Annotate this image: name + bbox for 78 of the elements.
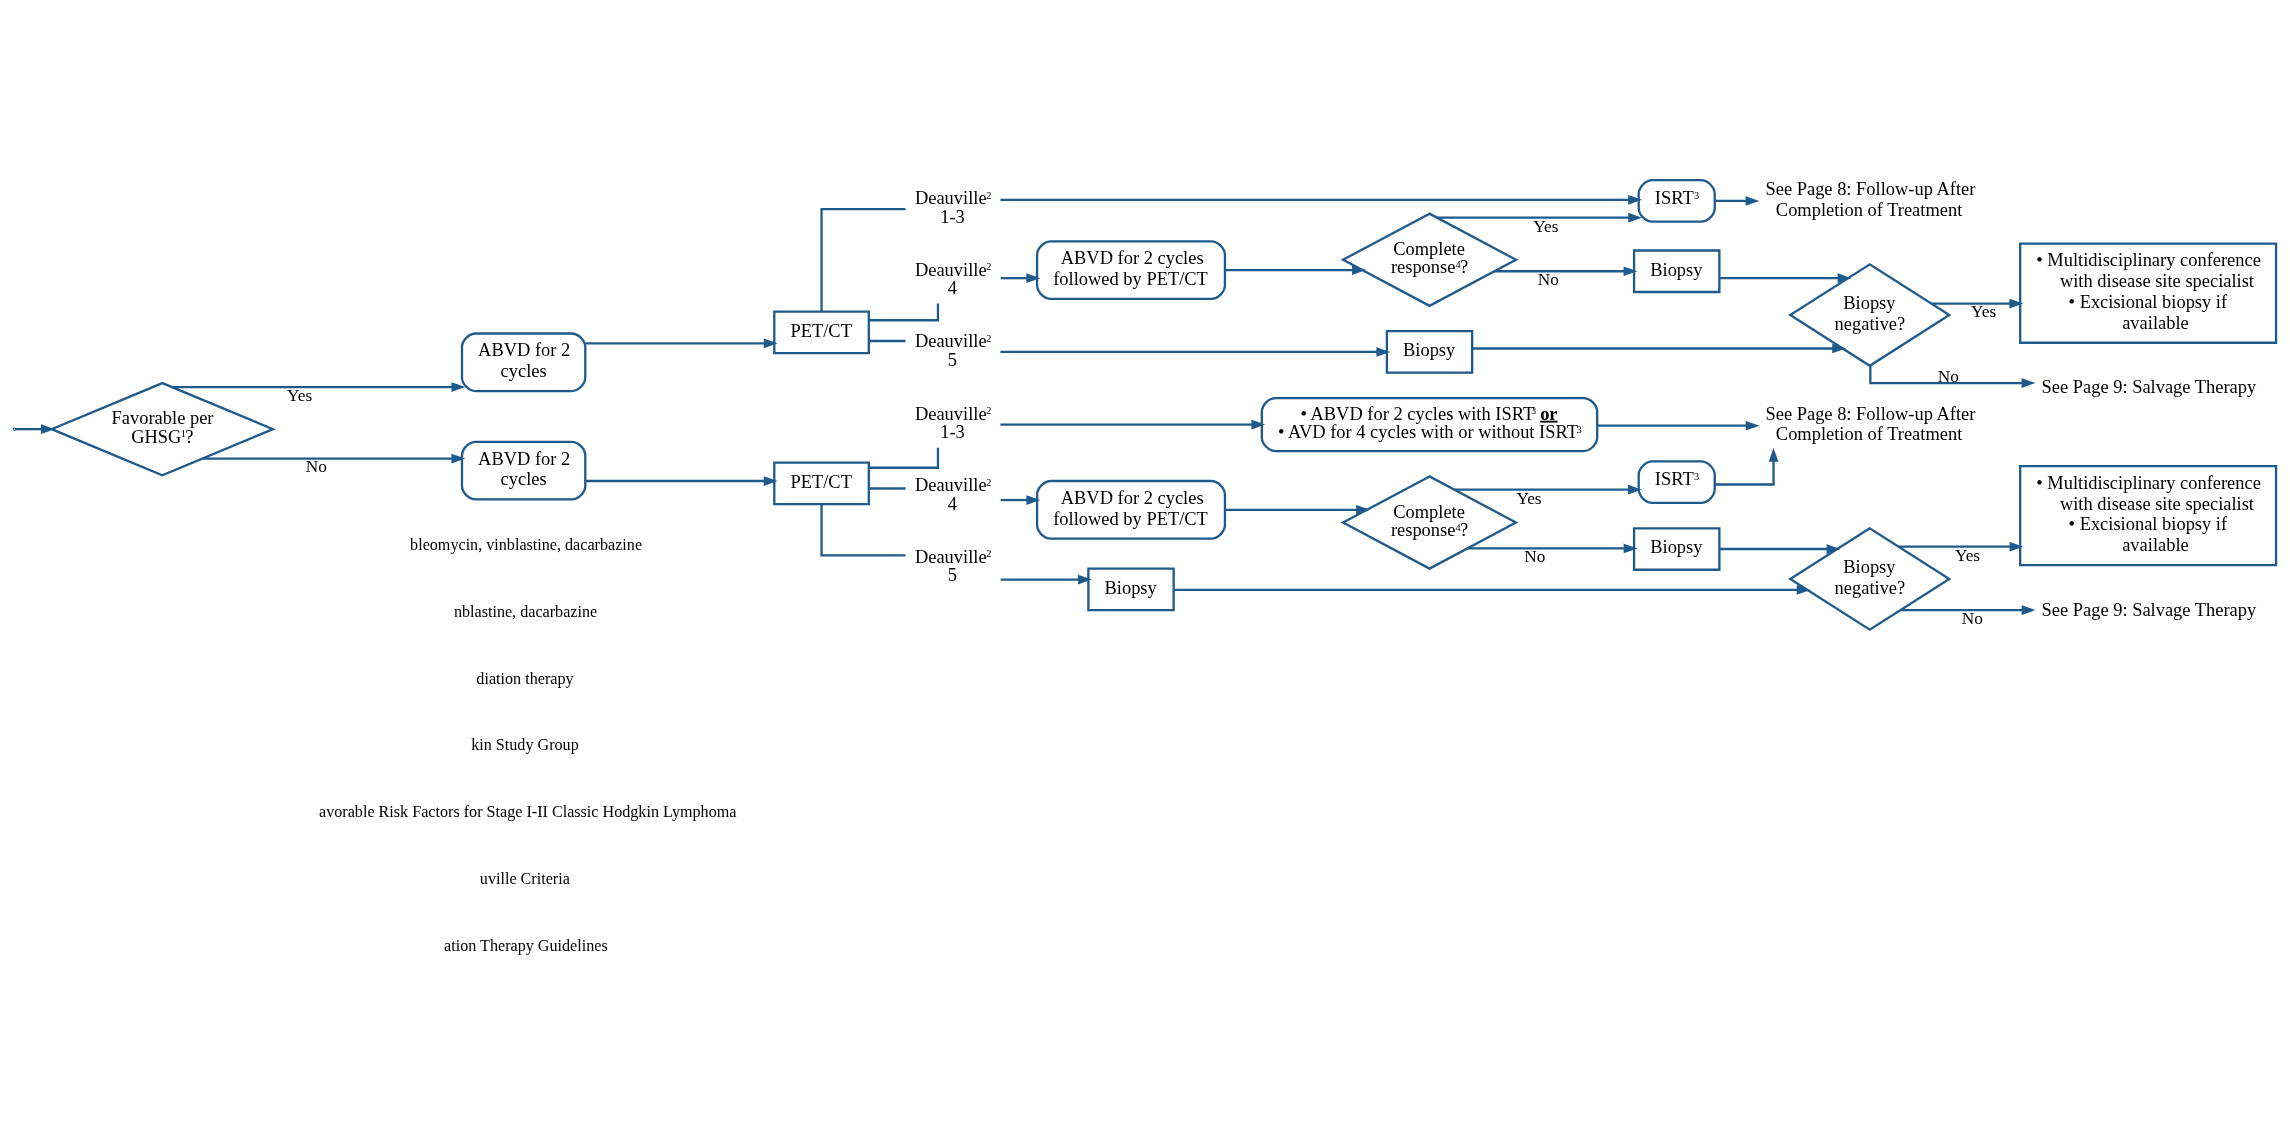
arrow bbox=[1719, 273, 1852, 284]
label: ation Therapy Guidelines bbox=[444, 936, 608, 954]
node-text: Deauville$^{2}$ 1-3 bbox=[914, 403, 992, 443]
node-box: • Multidisciplinary conference with disease site specialist • Excisional biopsy if available bbox=[2019, 242, 2278, 344]
arrow bbox=[1000, 419, 1266, 430]
edge-label: Yes bbox=[1516, 488, 1542, 508]
node-text: See Page 8: Follow-up After Completion of Treatment bbox=[1765, 178, 1976, 220]
arrow bbox=[1454, 484, 1642, 495]
node-box: PET/CT bbox=[773, 461, 870, 506]
label: kin Study Group bbox=[471, 736, 579, 754]
edge-label: No bbox=[1961, 608, 1983, 628]
arrow bbox=[14, 424, 55, 434]
label: avorable Risk Factors for Stage I-II Classic Hodgkin Lymphoma bbox=[319, 803, 737, 821]
node-box: Biopsy bbox=[1087, 567, 1175, 612]
node-text: See Page 8: Follow-up After Completion of Treatment bbox=[1765, 403, 1976, 445]
arrow bbox=[1597, 420, 1760, 431]
arrow bbox=[1467, 543, 1638, 554]
label: bleomycin, vinblastine, dacarbazine bbox=[410, 535, 643, 553]
connector bbox=[868, 303, 940, 322]
arrow bbox=[1899, 541, 2024, 552]
edge-label: Yes bbox=[287, 385, 313, 405]
arrow bbox=[1437, 212, 1643, 223]
node-text: Deauville$^{2}$ 4 bbox=[914, 475, 992, 514]
arrow bbox=[1225, 505, 1371, 515]
connector bbox=[820, 207, 906, 312]
label: nblastine, dacarbazine bbox=[453, 602, 598, 620]
label: diation therapy bbox=[476, 669, 574, 687]
node-text: See Page 9: Salvage Therapy bbox=[2041, 377, 2257, 398]
arrow bbox=[585, 338, 778, 349]
edge-label: Yes bbox=[1954, 545, 1981, 565]
arrow bbox=[1000, 495, 1041, 505]
arrow bbox=[1472, 343, 1847, 354]
arrow bbox=[1494, 266, 1638, 277]
connector bbox=[869, 487, 906, 490]
node-box: • Multidisciplinary conference with disease site specialist • Excisional biopsy if available bbox=[2019, 464, 2278, 567]
arrow bbox=[1173, 585, 1811, 595]
node-box: ISRT$^{3}$ bbox=[1637, 460, 1716, 505]
edge-label: No bbox=[1524, 547, 1546, 567]
node-text: Deauville$^{2}$ 5 bbox=[914, 546, 992, 586]
edge-label: Yes bbox=[1971, 302, 1997, 322]
arrow bbox=[1869, 365, 2036, 388]
connector bbox=[820, 504, 906, 557]
node-box: ABVD for 2 cycles followed by PET/CT bbox=[1035, 240, 1227, 301]
node-box: ABVD for 2 cycles bbox=[460, 332, 587, 393]
node-box: Biopsy bbox=[1632, 527, 1721, 571]
node-diamond: Complete response$^{4}$? bbox=[1340, 212, 1519, 308]
node-text: Deauville$^{2}$ 5 bbox=[914, 331, 992, 370]
node-box: ISRT$^{3}$ bbox=[1637, 179, 1716, 223]
edge-label: No bbox=[1537, 270, 1559, 290]
arrow bbox=[1714, 196, 1760, 206]
arrow bbox=[1000, 194, 1643, 205]
arrow bbox=[172, 382, 466, 392]
node-box: ABVD for 2 cycles followed by PET/CT bbox=[1035, 479, 1227, 540]
node-box: Biopsy bbox=[1385, 330, 1474, 374]
node-diamond: Biopsy negative? bbox=[1788, 263, 1952, 368]
node-text: Deauville$^{2}$ 4 bbox=[914, 259, 992, 299]
arrow bbox=[1000, 273, 1041, 284]
arrow bbox=[1719, 544, 1841, 554]
connector bbox=[869, 339, 906, 343]
arrow bbox=[1000, 574, 1092, 585]
edge-label: No bbox=[305, 457, 327, 477]
node-box: • ABVD for 2 cycles with ISRT$^{3}$ or • AVD for 4 cycles with or without ISRT$^{3}$ bbox=[1260, 396, 1599, 453]
arrow bbox=[202, 453, 466, 464]
arrow bbox=[1931, 298, 2024, 309]
arrow bbox=[1715, 447, 1779, 486]
node-box: Biopsy bbox=[1632, 249, 1721, 294]
label: uville Criteria bbox=[479, 870, 570, 888]
edge-label: Yes bbox=[1533, 216, 1559, 236]
node-box: PET/CT bbox=[773, 310, 870, 355]
arrow bbox=[1900, 605, 2036, 615]
node-diamond: Biopsy negative? bbox=[1788, 526, 1952, 632]
arrow bbox=[1225, 265, 1366, 275]
arrow bbox=[1000, 347, 1391, 357]
node-text: See Page 9: Salvage Therapy bbox=[2041, 599, 2257, 620]
node-box: ABVD for 2 cycles bbox=[460, 440, 587, 501]
edge-label: No bbox=[1937, 367, 1959, 387]
arrow bbox=[585, 476, 778, 486]
node-text: Deauville$^{2}$ 1-3 bbox=[914, 188, 992, 227]
